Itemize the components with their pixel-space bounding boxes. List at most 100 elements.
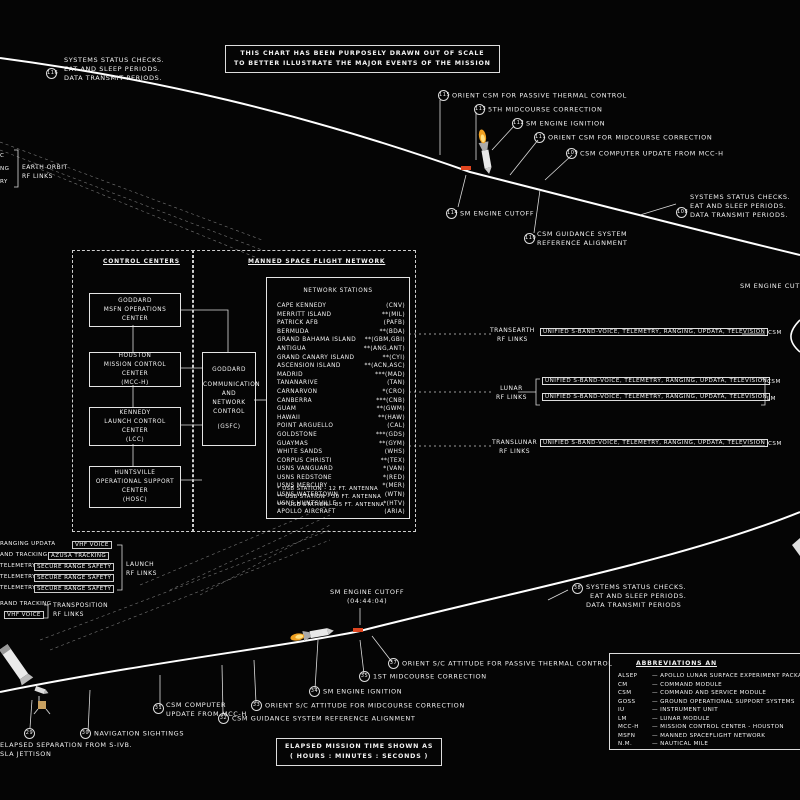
launch-link-ranging: RANGING UPDATA	[0, 541, 56, 547]
station-code: (WTN)	[384, 492, 405, 499]
event-29-number: 29	[24, 728, 38, 739]
houston-box: HOUSTON MISSION CONTROL CENTER (MCC-H)	[89, 352, 181, 387]
station-code: *(VAN)	[383, 466, 405, 473]
station-list: CAPE KENNEDY(CNV)MERRITT ISLAND**(MIL)PA…	[277, 302, 405, 517]
rf-link-connectors	[409, 333, 492, 447]
abbreviations-box: ABBREVIATIONS AN ALSEP— APOLLO LUNAR SUR…	[609, 653, 800, 750]
abbreviation-key: CM	[618, 681, 628, 688]
station-row: GRAND BAHAMA ISLAND **(GBM,GBI)	[277, 336, 405, 345]
station-row: PATRICK AFB(PAFB)	[277, 319, 405, 328]
earth-orbit-fragment-3: RY	[0, 179, 8, 185]
station-code: (TAN)	[387, 380, 405, 387]
station-row: CARNARVON*(CRO)	[277, 388, 405, 397]
station-name: ANTIGUA	[277, 345, 307, 352]
station-name: ASCENSION ISLAND	[277, 363, 341, 370]
csm-separated-icon	[34, 685, 49, 695]
abbreviation-row: MSFN — MANNED SPACEFLIGHT NETWORK	[618, 733, 765, 739]
launch-link-telemetry-1: TELEMETRY	[0, 563, 36, 569]
station-row: HAWAII**(HAW)	[277, 414, 405, 423]
station-name: BERMUDA	[277, 328, 310, 335]
station-code: **(GBM,GBI)	[364, 337, 405, 344]
abbreviation-row: ALSEP— APOLLO LUNAR SURFACE EXPERIMENT P…	[618, 673, 800, 679]
station-code: **(ACN,ASC)	[364, 363, 405, 370]
s-ivb-stage-icon	[0, 644, 34, 686]
station-name: GRAND BAHAMA ISLAND	[277, 337, 357, 344]
station-row: ANTIGUA **(ANG,ANT)	[277, 345, 405, 354]
station-code: *(MER)	[382, 483, 405, 490]
launch-link-vhf-voice: VHF VOICE	[72, 541, 112, 549]
launch-link-telemetry-3: TELEMETRY	[0, 585, 36, 591]
station-code: *(CRO)	[382, 388, 405, 395]
station-code: ***(CNB)	[376, 397, 405, 404]
station-row: WHITE SANDS(WHS)	[277, 448, 405, 457]
station-code: **(CYI)	[382, 354, 405, 361]
lunar-target-csm: CSM	[767, 379, 781, 385]
station-name: USNS WATERTOWN	[277, 492, 339, 499]
abbreviation-key: MCC-H	[618, 724, 639, 730]
station-row: GOLDSTONE***(GDS)	[277, 431, 405, 440]
huntsville-box: HUNTSVILLE OPERATIONAL SUPPORT CENTER (H…	[89, 466, 181, 508]
transposition-link-vhf: VHF VOICE	[4, 611, 44, 619]
upper-leader-lines	[439, 100, 677, 234]
kennedy-box: KENNEDY LAUNCH CONTROL CENTER (LCC)	[89, 407, 181, 446]
station-name: MADRID	[277, 371, 304, 378]
earth-orbit-rf-links-label: EARTH ORBIT RF LINKS	[22, 164, 68, 180]
abbreviation-value: — GROUND OPERATIONAL SUPPORT SYSTEMS	[652, 698, 795, 705]
csm-spacecraft-lower-icon	[290, 628, 334, 641]
event-108: 108 SYSTEMS STATUS CHECKS. EAT AND SLEEP…	[676, 193, 791, 219]
lunar-rf-label: LUNAR RF LINKS	[496, 385, 527, 401]
abbreviation-row: N.M.— NAUTICAL MILE	[618, 741, 708, 747]
scale-note: THIS CHART HAS BEEN PURPOSELY DRAWN OUT …	[225, 45, 500, 73]
launch-link-range-safety-1: SECURE RANGE SAFETY	[34, 563, 115, 571]
station-code: **(ANG,ANT)	[363, 345, 405, 352]
station-code: **(GWM)	[376, 406, 405, 413]
station-row: CANBERRA***(CNB)	[277, 397, 405, 406]
abbreviation-value: — MANNED SPACEFLIGHT NETWORK	[652, 732, 766, 739]
station-name: GUAYMAS	[277, 440, 309, 447]
event-110: 110 CSM GUIDANCE SYSTEM REFERENCE ALIGNM…	[524, 230, 628, 247]
station-name: USNS MERCURY	[277, 483, 328, 490]
station-row: CORPUS CHRISTI**(TEX)	[277, 457, 405, 466]
station-row: POINT ARGUELLO(CAL)	[277, 422, 405, 431]
elapsed-time-note: ELAPSED MISSION TIME SHOWN AS ( HOURS : …	[276, 738, 443, 766]
transearth-rf-label: TRANSEARTH RF LINKS	[490, 327, 535, 343]
station-row: CAPE KENNEDY(CNV)	[277, 302, 405, 311]
abbreviation-key: MSFN	[618, 732, 636, 739]
station-name: USNS HUNTSVILLE	[277, 500, 337, 507]
station-row: BERMUDA**(BDA)	[277, 328, 405, 337]
station-row: GUAM**(GWM)	[277, 405, 405, 414]
station-row: APOLLO AIRCRAFT(ARIA)	[277, 508, 405, 517]
launch-link-telemetry-2: TELEMETRY	[0, 574, 36, 580]
launch-link-tracking: AND TRACKING	[0, 552, 48, 558]
lm-spacecraft-icon	[33, 696, 51, 715]
csm-spacecraft-upper-icon	[478, 129, 492, 174]
station-row: MADRID***(MAD)	[277, 371, 405, 380]
station-code: *(RED)	[383, 474, 405, 481]
abbreviation-value: — LUNAR MODULE	[652, 715, 710, 722]
abbreviation-key: CSM	[618, 690, 632, 696]
sm-engine-cutoff-right: SM ENGINE CUTOFF	[740, 282, 800, 290]
launch-link-range-safety-2: SECURE RANGE SAFETY	[34, 574, 115, 582]
abbreviations-title: ABBREVIATIONS AN	[636, 660, 717, 667]
station-name: GOLDSTONE	[277, 431, 318, 438]
station-name: GRAND CANARY ISLAND	[277, 354, 355, 361]
station-code: *(HTV)	[383, 500, 405, 507]
launch-rf-links-label: LAUNCH RF LINKS	[126, 561, 157, 577]
transearth-link: UNIFIED S-BAND-VOICE, TELEMETRY, RANGING…	[540, 328, 769, 336]
station-name: USNS REDSTONE	[277, 474, 332, 481]
transearth-target: CSM	[768, 330, 782, 336]
station-code: **(HAW)	[378, 414, 405, 421]
station-code: (PAFB)	[383, 320, 405, 327]
abbreviation-value: — NAUTICAL MILE	[652, 741, 709, 747]
goddard-comm-box: GODDARD COMMUNICATION AND NETWORK CONTRO…	[202, 352, 260, 446]
